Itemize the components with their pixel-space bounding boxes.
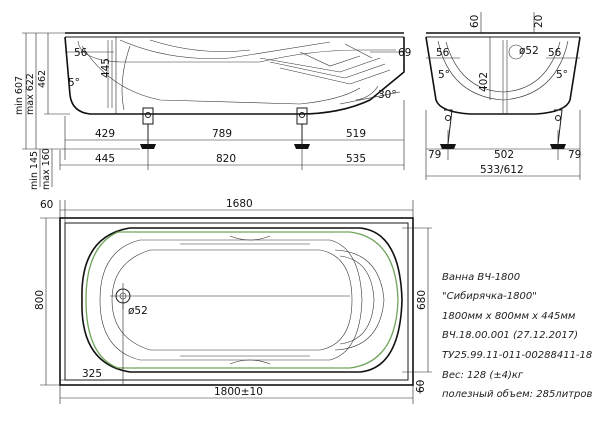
info-block: Ванна ВЧ-1800 "Сибирячка-1800" 1800мм х … <box>442 272 592 400</box>
side-angle-30: 30° <box>378 89 397 101</box>
info-line-1: Ванна ВЧ-1800 <box>442 272 520 283</box>
side-dim-429: 429 <box>95 128 115 140</box>
end-leg-79-left: 79 <box>428 149 441 161</box>
end-drain: ø52 <box>519 45 539 57</box>
side-dim-445b: 445 <box>95 153 115 165</box>
side-dim-789: 789 <box>212 128 232 140</box>
end-dim-56-left: 56 <box>436 47 450 59</box>
side-height-462: 462 <box>37 70 48 88</box>
plan-rim-bottom: 60 <box>415 380 427 393</box>
plan-rim <box>59 217 414 386</box>
end-depth: 402 <box>478 72 490 92</box>
end-dim-span: 533/612 <box>480 164 524 176</box>
side-leg-max: max 160 <box>41 148 52 190</box>
side-height-min: min 607 <box>14 76 25 115</box>
side-dim-535: 535 <box>346 153 366 165</box>
side-dim-820: 820 <box>216 153 236 165</box>
end-dim-60: 60 <box>469 15 481 28</box>
end-angle-right: 5° <box>556 69 568 81</box>
info-line-4: ВЧ.18.00.001 (27.12.2017) <box>442 330 578 341</box>
side-dim-445: 445 <box>100 58 112 78</box>
end-view: 60 20 ø52 56 56 5° 5° 402 79 79 502 533/… <box>425 12 581 180</box>
plan-width-800: 800 <box>34 290 46 310</box>
info-line-6: Вес: 128 (±4)кг <box>442 370 524 381</box>
side-height-max: max 622 <box>25 73 36 115</box>
end-angle-left: 5° <box>438 69 450 81</box>
side-dim-56: 56 <box>74 47 88 59</box>
end-dim-56-right: 56 <box>548 47 562 59</box>
plan-width-680: 680 <box>416 290 428 310</box>
end-leg-79-right: 79 <box>568 149 581 161</box>
side-dim-69: 69 <box>398 47 411 59</box>
plan-length: 1800±10 <box>214 386 263 398</box>
plan-bowl <box>81 227 403 373</box>
side-dim-519: 519 <box>346 128 366 140</box>
side-leg-min: min 145 <box>29 151 40 190</box>
end-leg-right <box>550 109 566 149</box>
plan-view: ø52 60 1680 800 680 325 1800±10 60 <box>34 198 432 404</box>
info-line-7: полезный объем: 285литров <box>442 388 592 400</box>
info-line-3: 1800мм х 800мм х 445мм <box>442 311 576 322</box>
end-dim-502: 502 <box>494 149 514 161</box>
plan-dim-1680: 1680 <box>226 198 253 210</box>
side-view: 56 69 445 5° 30° min 607 max 622 462 min… <box>14 32 411 190</box>
info-line-5: ТУ25.99.11-011-00288411-18 <box>442 350 592 361</box>
side-angle-5: 5° <box>68 77 80 89</box>
end-dim-20: 20 <box>533 15 545 28</box>
info-line-2: "Сибирячка-1800" <box>442 290 537 302</box>
plan-rim-60: 60 <box>40 199 53 211</box>
plan-drain-label: ø52 <box>128 305 148 317</box>
plan-dim-325: 325 <box>82 368 102 380</box>
